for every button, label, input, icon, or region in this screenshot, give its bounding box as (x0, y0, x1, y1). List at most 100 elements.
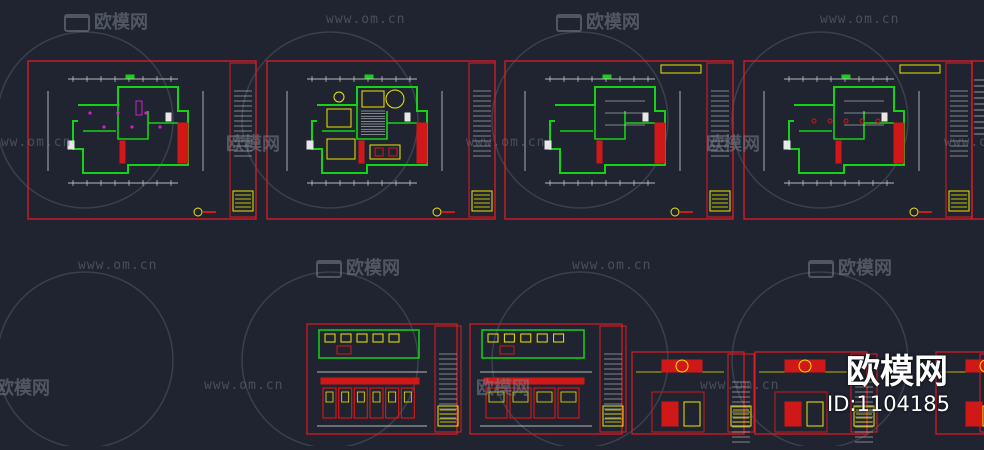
elevation-panel (338, 387, 353, 419)
plan-furniture (340, 333, 352, 343)
red-wall (358, 140, 365, 164)
wall-outline (72, 86, 189, 174)
watermark-circle (0, 31, 174, 209)
red-wall (654, 122, 666, 164)
window (881, 112, 888, 122)
dining-table (326, 138, 356, 160)
plant (333, 91, 345, 103)
detail-header (965, 359, 984, 373)
plan-strip (318, 329, 420, 359)
drawing-sheet-frame (266, 60, 496, 220)
plan-item (336, 345, 352, 355)
light-fixture (827, 118, 833, 124)
watermark-brand-label: 欧模网 (476, 378, 530, 399)
detail-fill (661, 401, 679, 427)
elevation-inset (388, 391, 397, 403)
elevation-inset (403, 391, 412, 403)
wall-outline (788, 86, 905, 174)
title-block-stamp (232, 190, 254, 212)
watermark-brand-label: 欧模网 (94, 12, 148, 33)
watermark-circle (0, 271, 174, 449)
plan-furniture (388, 333, 400, 343)
red-wall (177, 122, 189, 164)
plan-furniture (553, 333, 565, 343)
watermark-logo: 欧模网 (0, 374, 50, 400)
watermark-logo: 欧模网 (706, 130, 760, 156)
detail-fill (965, 401, 983, 427)
plan-furniture (372, 333, 384, 343)
elevation-panel (509, 387, 532, 419)
legend-box (899, 64, 941, 74)
watermark-logo: 欧模网 (808, 254, 892, 280)
detail-fill (806, 401, 824, 427)
plan-furniture (324, 333, 336, 343)
window (404, 112, 411, 122)
plan-strip (481, 329, 585, 359)
detail-header (661, 359, 703, 373)
red-wall (893, 122, 905, 164)
elevation-inset (325, 391, 334, 403)
red-wall (119, 140, 126, 164)
watermark-url: www.om.cn (0, 135, 72, 150)
watermark-circle (731, 31, 909, 209)
plan-furniture (503, 333, 515, 343)
window (544, 140, 552, 150)
chair (374, 147, 384, 157)
plan-furniture (487, 333, 499, 343)
plan-item (499, 345, 515, 355)
interior-wall (117, 105, 149, 140)
sofa-logo-icon (808, 260, 834, 278)
watermark-brand-label: 欧模网 (0, 378, 50, 399)
watermark-brand-label: 欧模网 (838, 258, 892, 279)
drawing-sheet-frame (754, 351, 868, 435)
detail-fill (784, 401, 802, 427)
red-wall (835, 140, 842, 164)
north-arrow-icon (909, 207, 919, 217)
legend-box (660, 64, 702, 74)
watermark-url: www.om.cn (944, 135, 984, 150)
elevation-panel (353, 387, 368, 419)
title-block (468, 62, 496, 218)
dimension-marker (125, 74, 135, 79)
title-block-stamp (853, 405, 875, 427)
watermark-circle (491, 31, 669, 209)
drawing-sheet-frame (631, 351, 745, 435)
title-block (434, 325, 462, 433)
watermark-logo: 欧模网 (64, 8, 148, 34)
north-arrow-icon (432, 207, 442, 217)
light-fixture (811, 118, 817, 124)
marker-dot (144, 111, 148, 115)
watermark-url: www.om.cn (466, 135, 546, 150)
watermark-brand-label: 欧模网 (346, 258, 400, 279)
elevation-inset (560, 391, 577, 403)
window (642, 112, 649, 122)
corner-brand-label: 欧模网 (846, 352, 948, 392)
detail-callout (675, 359, 689, 373)
window (783, 140, 791, 150)
elevation-inset (488, 391, 505, 403)
light-fixture (859, 118, 865, 124)
elevation-panel (400, 387, 415, 419)
sofa-logo-icon (556, 14, 582, 32)
wall-outline (549, 86, 666, 174)
detail-fill (683, 401, 701, 427)
north-arrow-icon (670, 207, 680, 217)
window (306, 140, 314, 150)
elevation-panel (557, 387, 580, 419)
interior-wall (833, 105, 865, 140)
title-block-stamp (709, 190, 731, 212)
north-arrow-icon (193, 207, 203, 217)
red-wall (416, 122, 428, 164)
elevation-panel (533, 387, 556, 419)
elevation-inset (372, 391, 381, 403)
title-block-stamp (982, 405, 984, 427)
watermark-url: www.om.cn (204, 378, 284, 393)
detail-body (774, 391, 828, 433)
watermark-brand-label: 欧模网 (706, 134, 760, 155)
drawing-sheet-frame (743, 60, 973, 220)
title-block-stamp (437, 405, 459, 427)
elevation-panel (485, 387, 508, 419)
marker-dot (88, 111, 92, 115)
marker-dot (158, 125, 162, 129)
